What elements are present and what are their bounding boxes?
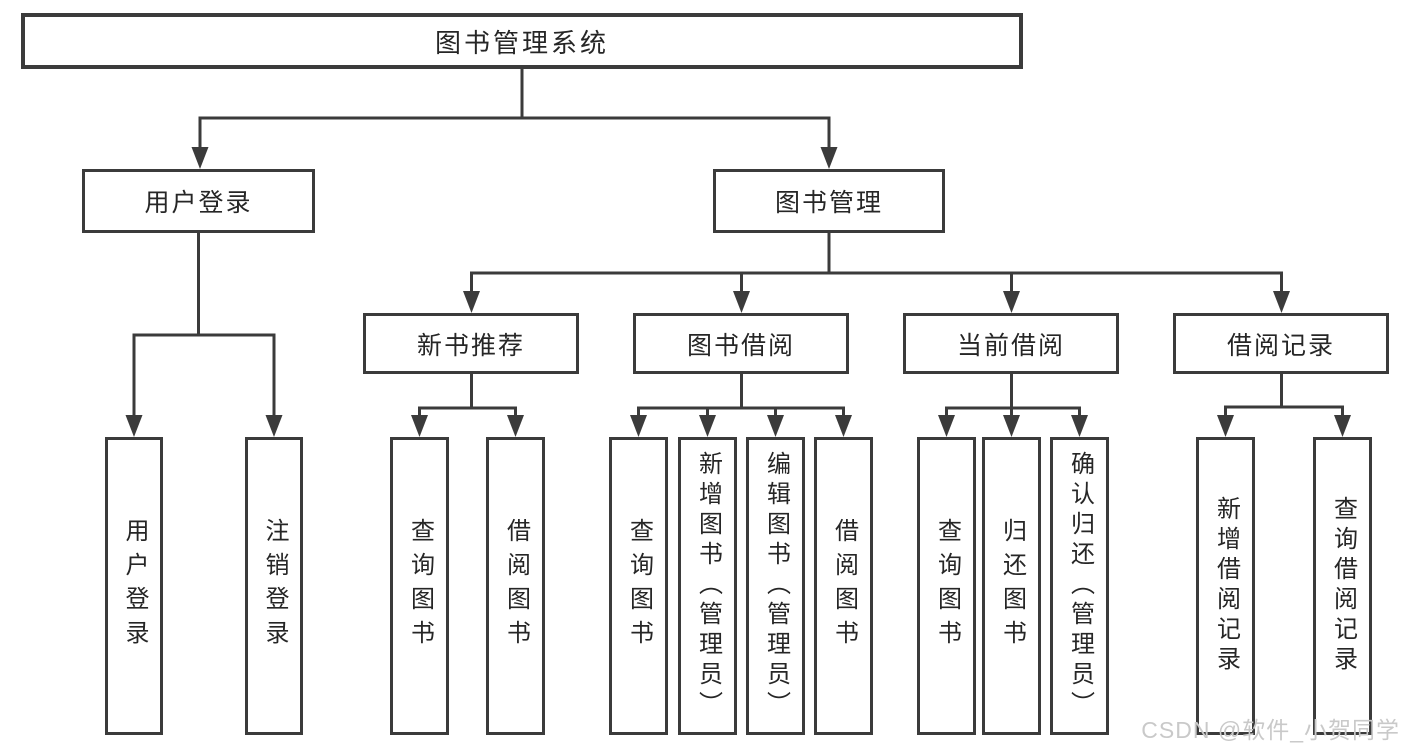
node-book-management-label: 图书管理 (774, 189, 883, 217)
node-book-management: 图书管理 (713, 169, 945, 233)
node-leaf-query-books-1: 查询图书 (390, 437, 449, 735)
connector-book-borrow-children (630, 371, 852, 437)
node-leaf-edit-book-admin-label: 编辑图书（管理员） (762, 451, 790, 721)
node-leaf-confirm-return-admin-label: 确认归还（管理员） (1066, 451, 1094, 721)
node-book-borrow-label: 图书借阅 (686, 331, 795, 360)
node-leaf-query-books-3-label: 查询图书 (933, 518, 961, 654)
connector-borrow-records-children (1217, 371, 1351, 437)
node-leaf-edit-book-admin: 编辑图书（管理员） (746, 437, 805, 735)
node-leaf-add-borrow-record: 新增借阅记录 (1196, 437, 1255, 735)
connector-new-book-recommend-children (411, 371, 524, 437)
node-leaf-query-books-2: 查询图书 (609, 437, 668, 735)
connector-root-to-level2 (191, 67, 838, 169)
node-user-login: 用户登录 (82, 169, 315, 233)
node-leaf-return-book: 归还图书 (982, 437, 1041, 735)
node-library-management-system: 图书管理系统 (21, 13, 1023, 69)
node-leaf-logout-label: 注销登录 (261, 518, 288, 654)
node-leaf-borrow-books-1-label: 借阅图书 (502, 518, 530, 654)
node-leaf-query-borrow-record: 查询借阅记录 (1313, 437, 1372, 735)
node-leaf-user-login: 用户登录 (105, 437, 163, 735)
node-user-login-label: 用户登录 (144, 189, 253, 217)
node-new-book-recommend-label: 新书推荐 (416, 331, 525, 360)
node-library-management-system-label: 图书管理系统 (434, 27, 609, 58)
node-current-borrow-label: 当前借阅 (956, 331, 1065, 360)
node-leaf-user-login-label: 用户登录 (121, 518, 148, 654)
node-leaf-add-book-admin-label: 新增图书（管理员） (694, 451, 722, 721)
connector-book-management-children (463, 230, 1290, 313)
node-new-book-recommend: 新书推荐 (363, 313, 579, 374)
node-leaf-add-book-admin: 新增图书（管理员） (678, 437, 737, 735)
connector-current-borrow-children (938, 371, 1088, 437)
connector-user-login-children (125, 230, 283, 437)
node-current-borrow: 当前借阅 (903, 313, 1119, 374)
node-leaf-logout: 注销登录 (245, 437, 303, 735)
node-leaf-query-books-1-label: 查询图书 (406, 518, 434, 654)
node-borrow-records-label: 借阅记录 (1226, 331, 1335, 360)
node-leaf-borrow-books-2-label: 借阅图书 (830, 518, 858, 654)
node-borrow-records: 借阅记录 (1173, 313, 1389, 374)
node-leaf-add-borrow-record-label: 新增借阅记录 (1212, 496, 1240, 676)
node-leaf-query-borrow-record-label: 查询借阅记录 (1329, 496, 1357, 676)
node-book-borrow: 图书借阅 (633, 313, 849, 374)
csdn-watermark: CSDN @软件_小贺同学 (1141, 717, 1400, 743)
node-leaf-borrow-books-1: 借阅图书 (486, 437, 545, 735)
node-leaf-query-books-2-label: 查询图书 (625, 518, 653, 654)
node-leaf-return-book-label: 归还图书 (998, 518, 1026, 654)
node-leaf-query-books-3: 查询图书 (917, 437, 976, 735)
node-leaf-borrow-books-2: 借阅图书 (814, 437, 873, 735)
node-leaf-confirm-return-admin: 确认归还（管理员） (1050, 437, 1109, 735)
